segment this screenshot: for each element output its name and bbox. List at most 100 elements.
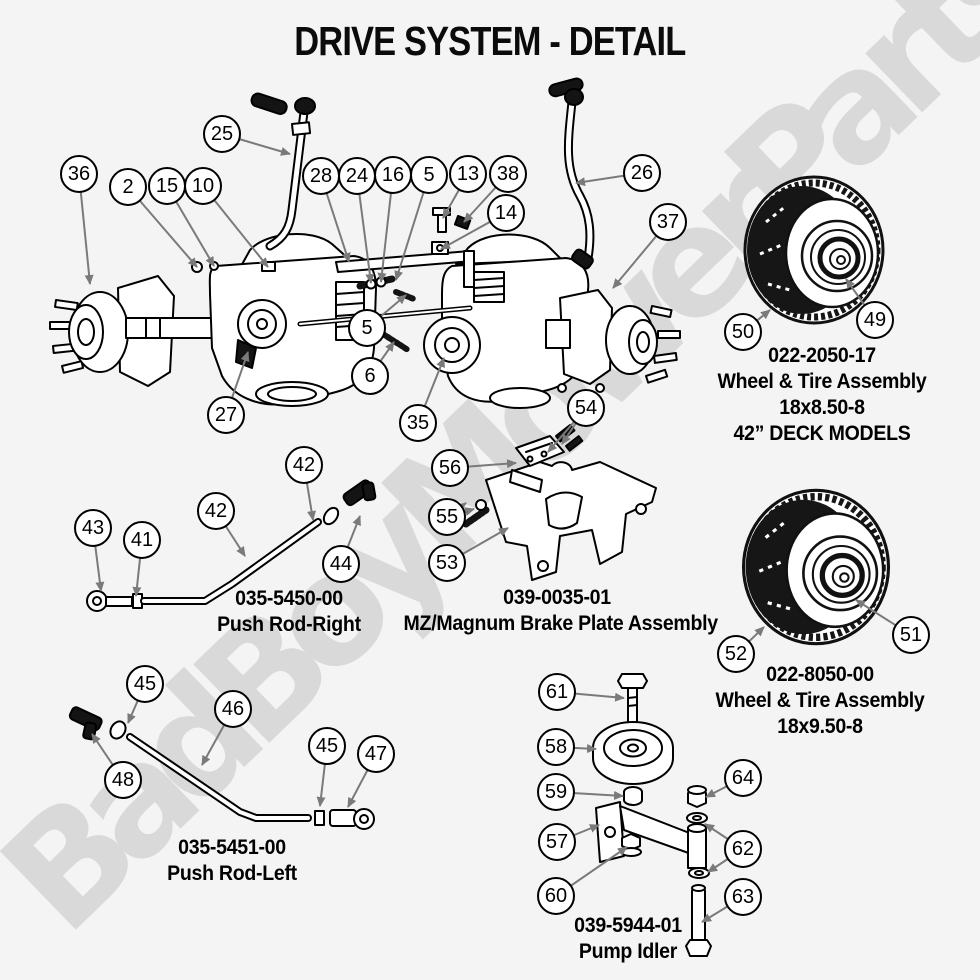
- part-name-line: 18x9.50-8: [777, 715, 863, 738]
- callout-63: 63: [724, 878, 762, 916]
- callout-number: 37: [656, 210, 680, 233]
- callout-number: 59: [544, 780, 568, 803]
- callout-24: 24: [338, 157, 376, 195]
- callout-number: 45: [133, 672, 157, 695]
- callout-number: 52: [724, 642, 748, 665]
- callout-53: 53: [428, 544, 466, 582]
- callout-number: 35: [406, 411, 430, 434]
- callout-number: 60: [544, 884, 568, 907]
- callout-15: 15: [148, 167, 186, 205]
- callout-38: 38: [489, 155, 527, 193]
- callout-number: 26: [630, 161, 654, 184]
- page-title-text: DRIVE SYSTEM - DETAIL: [294, 18, 686, 64]
- callout-number: 54: [574, 396, 598, 419]
- callout-50: 50: [724, 313, 762, 351]
- callout-number: 5: [423, 163, 435, 186]
- callout-2: 2: [109, 168, 147, 206]
- callout-47: 47: [357, 735, 395, 773]
- callout-number: 25: [210, 122, 234, 145]
- callout-number: 15: [155, 174, 179, 197]
- callout-number: 49: [863, 308, 887, 331]
- callout-number: 42: [292, 453, 316, 476]
- callout-number: 44: [329, 552, 353, 575]
- callout-number: 46: [221, 697, 245, 720]
- callout-62: 62: [724, 830, 762, 868]
- callout-46: 46: [214, 690, 252, 728]
- callout-number: 10: [191, 174, 215, 197]
- callout-57: 57: [538, 823, 576, 861]
- callout-number: 55: [435, 505, 459, 528]
- callout-51: 51: [892, 616, 930, 654]
- callout-54: 54: [567, 389, 605, 427]
- callout-number: 47: [364, 742, 388, 765]
- callout-61: 61: [538, 673, 576, 711]
- part-name-line: Pump Idler: [578, 940, 678, 963]
- callout-26: 26: [623, 154, 661, 192]
- part-name-line: Wheel & Tire Assembly: [715, 689, 925, 712]
- callout-number: 28: [309, 164, 333, 187]
- callout-42: 42: [197, 492, 235, 530]
- pump-idler: [592, 673, 712, 957]
- callout-42: 42: [285, 446, 323, 484]
- callout-58: 58: [537, 728, 575, 766]
- callout-45: 45: [126, 665, 164, 703]
- callout-5: 5: [348, 309, 386, 347]
- callout-6: 6: [351, 357, 389, 395]
- callout-number: 45: [315, 734, 339, 757]
- callout-48: 48: [104, 761, 142, 799]
- callout-28: 28: [302, 157, 340, 195]
- callout-number: 27: [214, 403, 238, 426]
- callout-number: 6: [364, 364, 376, 387]
- callout-number: 13: [456, 162, 480, 185]
- page-title: DRIVE SYSTEM - DETAIL: [0, 18, 980, 65]
- callout-5: 5: [410, 156, 448, 194]
- callout-number: 43: [81, 516, 105, 539]
- callout-number: 2: [122, 175, 134, 198]
- callout-number: 48: [111, 768, 135, 791]
- callout-52: 52: [717, 635, 755, 673]
- callout-43: 43: [74, 509, 112, 547]
- callout-64: 64: [724, 759, 762, 797]
- callout-49: 49: [856, 301, 894, 339]
- callout-number: 62: [731, 837, 755, 860]
- push-rod-left: [68, 706, 375, 830]
- part-number: 022-2050-17: [768, 344, 876, 367]
- callout-number: 57: [545, 830, 569, 853]
- part-name-line: MZ/Magnum Brake Plate Assembly: [403, 612, 719, 635]
- callout-number: 64: [731, 766, 755, 789]
- linkage-and-fasteners: [297, 207, 475, 353]
- part-number: 022-8050-00: [766, 663, 874, 686]
- callout-10: 10: [184, 167, 222, 205]
- right-transaxle: [423, 77, 681, 409]
- callout-27: 27: [207, 396, 245, 434]
- part-name-line: 18x8.50-8: [779, 396, 865, 419]
- callout-number: 42: [204, 499, 228, 522]
- callout-35: 35: [399, 404, 437, 442]
- callout-36: 36: [60, 155, 98, 193]
- callout-45: 45: [308, 727, 346, 765]
- callout-number: 61: [545, 680, 569, 703]
- callout-41: 41: [123, 521, 161, 559]
- callout-37: 37: [649, 203, 687, 241]
- callout-number: 5: [361, 316, 373, 339]
- part-name-line: Wheel & Tire Assembly: [717, 370, 927, 393]
- callout-number: 56: [438, 456, 462, 479]
- callout-number: 14: [494, 201, 518, 224]
- part-name-line: Push Rod-Left: [167, 862, 297, 885]
- callout-25: 25: [203, 115, 241, 153]
- callout-number: 41: [130, 528, 154, 551]
- callout-59: 59: [537, 773, 575, 811]
- callout-number: 63: [731, 885, 755, 908]
- part-name-line: 42” DECK MODELS: [733, 422, 911, 445]
- part-number: 035-5451-00: [178, 836, 286, 859]
- part-name-line: Push Rod-Right: [217, 613, 361, 636]
- brake-plate-assembly: [462, 423, 657, 581]
- callout-60: 60: [537, 877, 575, 915]
- part-number: 035-5450-00: [235, 587, 343, 610]
